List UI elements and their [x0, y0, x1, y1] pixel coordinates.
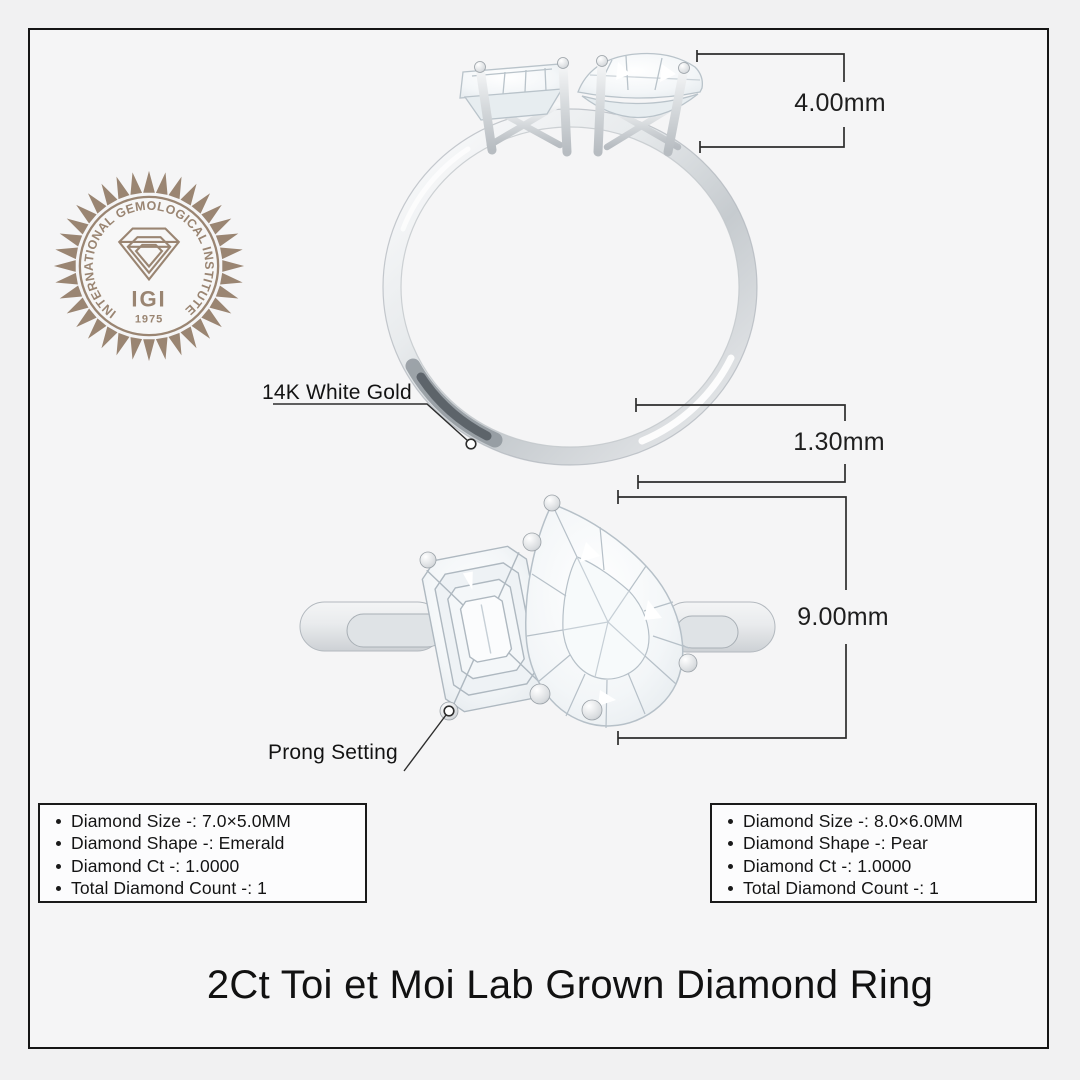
ring-band-outer-edge — [382, 108, 758, 466]
measurement-head-height-label: 9.00mm — [797, 603, 889, 631]
bullet-dot — [728, 863, 733, 869]
prongs-side-view — [474, 55, 690, 157]
bottom-ring-top-view — [299, 494, 776, 729]
prong-setting-callout-label: Prong Setting — [268, 741, 398, 764]
spec-item: Diamond Shape -: Pear — [726, 833, 1027, 855]
spec-text: Diamond Ct -: 1.0000 — [71, 855, 240, 876]
spec-item: Total Diamond Count -: 1 — [54, 878, 357, 900]
spec-item: Diamond Ct -: 1.0000 — [54, 856, 357, 878]
band-highlight-left — [400, 146, 471, 232]
spec-text: Total Diamond Count -: 1 — [71, 877, 267, 898]
measurement-band-thickness-label: 1.30mm — [793, 428, 885, 456]
measurement-band-thickness-lines — [635, 398, 846, 489]
pear-stone-top — [524, 503, 690, 729]
seal-year: 1975 — [135, 314, 163, 326]
emerald-stone-top — [421, 545, 551, 713]
prong-balls — [419, 494, 698, 721]
spec-item: Diamond Size -: 8.0×6.0MM — [726, 811, 1027, 833]
spec-box-emerald: Diamond Size -: 7.0×5.0MM Diamond Shape … — [38, 803, 367, 903]
top-ring-side-view — [382, 52, 758, 466]
spec-item: Diamond Ct -: 1.0000 — [726, 856, 1027, 878]
spec-text: Diamond Shape -: Pear — [743, 833, 928, 854]
igi-certification-seal: INTERNATIONAL GEMOLOGICAL INSTITUTE IGI … — [53, 170, 245, 362]
bullet-dot — [56, 841, 61, 847]
band-shadow-streak-dark — [416, 372, 492, 441]
product-title: 2Ct Toi et Moi Lab Grown Diamond Ring — [206, 963, 934, 1007]
metal-callout-label: 14K White Gold — [262, 381, 412, 404]
ring-band — [383, 109, 757, 465]
bullet-dot — [56, 819, 61, 824]
seal-diamond-icon — [117, 227, 181, 282]
spec-box-pear: Diamond Size -: 8.0×6.0MM Diamond Shape … — [710, 803, 1037, 903]
spec-item: Total Diamond Count -: 1 — [726, 878, 1027, 900]
shank-right-inner — [675, 615, 739, 649]
spec-text: Diamond Shape -: Emerald — [71, 833, 285, 854]
measurement-stone-width-lines — [696, 50, 845, 153]
spec-item: Diamond Size -: 7.0×5.0MM — [54, 811, 357, 833]
spec-text: Total Diamond Count -: 1 — [743, 877, 939, 898]
measurement-head-height-lines — [617, 490, 847, 745]
metal-callout-leader — [273, 403, 477, 450]
prong-callout-leader — [403, 705, 455, 772]
bullet-dot — [728, 819, 733, 824]
spec-text: Diamond Size -: 7.0×5.0MM — [71, 811, 291, 831]
bullet-dot — [56, 885, 61, 891]
measurement-lines — [273, 50, 847, 772]
bullet-dot — [728, 841, 733, 847]
spec-item: Diamond Shape -: Emerald — [54, 833, 357, 855]
measurement-stone-width-label: 4.00mm — [794, 89, 886, 117]
bullet-dot — [56, 863, 61, 869]
emerald-stone-side — [459, 63, 564, 121]
ring-band-inner-edge — [400, 126, 740, 448]
bullet-dot — [728, 885, 733, 891]
seal-monogram: IGI — [131, 286, 166, 311]
spec-text: Diamond Size -: 8.0×6.0MM — [743, 811, 963, 831]
spec-text: Diamond Ct -: 1.0000 — [743, 855, 912, 876]
band-highlight-right — [638, 354, 735, 445]
pear-stone-side — [577, 52, 703, 119]
